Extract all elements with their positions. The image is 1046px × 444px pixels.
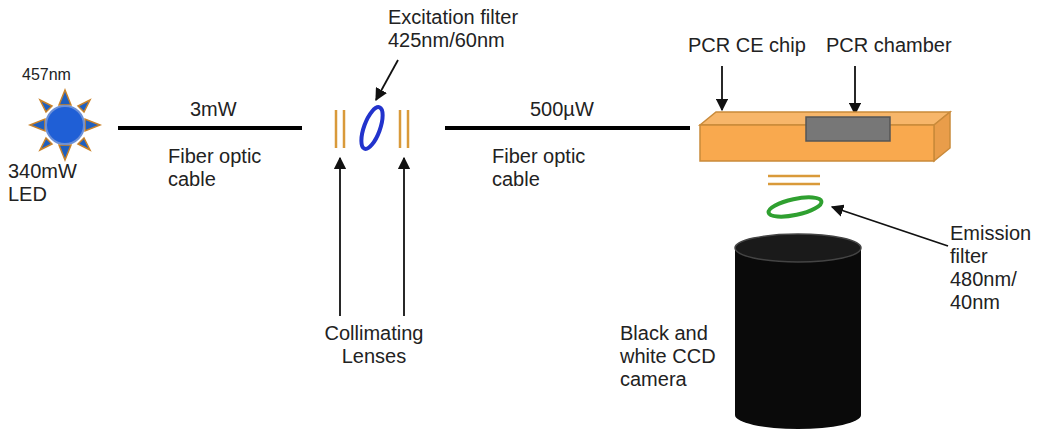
cable-label: Fiber optic cable [168, 145, 288, 191]
led-symbol [30, 90, 100, 160]
lens-label: Collimating Lenses [312, 322, 436, 368]
part-label: PCR CE chip [688, 34, 818, 57]
power-label: 3mW [190, 98, 250, 121]
pcr-chamber [806, 117, 890, 141]
excitation-filter [357, 105, 387, 152]
camera-label: Black and white CCD camera [620, 322, 730, 391]
power-label: 500µW [530, 98, 610, 121]
power-label: 340mW LED [8, 160, 88, 206]
filter-label: Emission filter 480nm/ 40nm [950, 222, 1042, 314]
collimating-lens [768, 176, 820, 184]
ccd-camera [735, 234, 861, 429]
part-label: PCR chamber [826, 34, 966, 57]
wavelength-label: 457nm [22, 66, 92, 84]
pcr-ce-chip [700, 112, 950, 161]
emission-filter [767, 194, 823, 221]
cable-label: Fiber optic cable [492, 145, 612, 191]
fiber-optic-cable [445, 126, 690, 130]
filter-label: Excitation filter 425nm/60nm [388, 6, 558, 52]
fiber-optic-cable [118, 126, 302, 130]
